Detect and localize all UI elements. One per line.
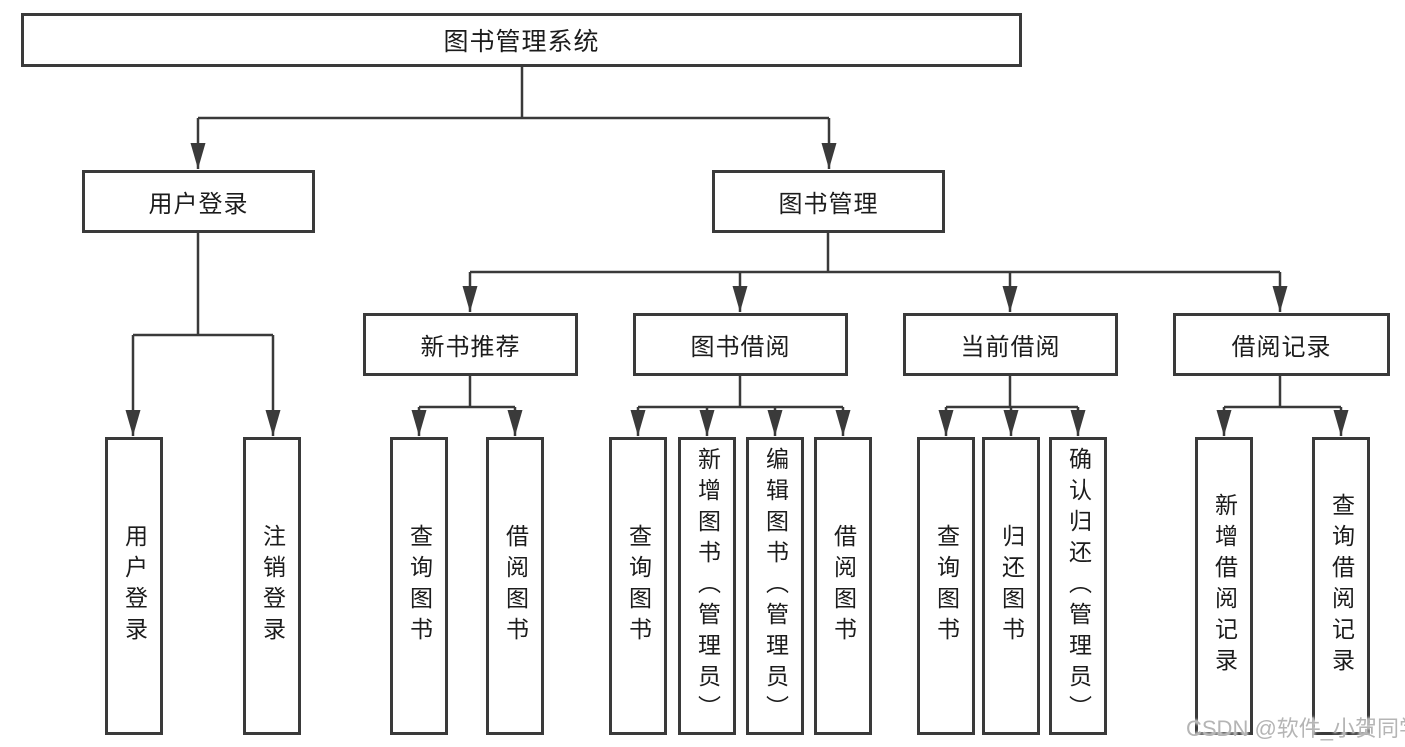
node-root: 图书管理系统 (21, 13, 1022, 67)
leaf-borrow-edit-book-admin: 编辑图书（管理员） (746, 437, 804, 735)
csdn-watermark: CSDN @软件_小贺同学 (1186, 716, 1405, 741)
edges-user-login (125, 233, 281, 436)
leaf-recommend-borrow-book-label: 借阅图书 (502, 524, 529, 648)
node-user-login-label: 用户登录 (148, 191, 249, 218)
leaf-current-confirm-return-admin-label: 确认归还（管理员） (1065, 446, 1092, 726)
edges-book-borrow (630, 376, 851, 436)
leaf-user-login: 用户登录 (105, 437, 163, 735)
node-current-borrow-label: 当前借阅 (960, 334, 1061, 361)
leaf-current-return-book-label: 归还图书 (998, 524, 1025, 648)
node-book-management-label: 图书管理 (778, 191, 879, 218)
leaf-borrow-borrow-book-label: 借阅图书 (830, 524, 857, 648)
leaf-record-query-borrow-record-label: 查询借阅记录 (1328, 493, 1355, 679)
leaf-recommend-borrow-book: 借阅图书 (486, 437, 544, 735)
leaf-recommend-query-book: 查询图书 (390, 437, 448, 735)
leaf-current-query-book-label: 查询图书 (933, 524, 960, 648)
leaf-current-confirm-return-admin: 确认归还（管理员） (1049, 437, 1107, 735)
leaf-logout-label: 注销登录 (259, 524, 286, 648)
leaf-current-return-book: 归还图书 (982, 437, 1040, 735)
node-new-book-recommend-label: 新书推荐 (420, 334, 521, 361)
node-book-management: 图书管理 (712, 170, 945, 233)
edges-current-borrow (938, 376, 1086, 436)
leaf-user-login-label: 用户登录 (121, 524, 148, 648)
node-new-book-recommend: 新书推荐 (363, 313, 578, 376)
edges-borrow-record (1216, 376, 1349, 436)
leaf-borrow-edit-book-admin-label: 编辑图书（管理员） (762, 446, 789, 726)
leaf-borrow-query-book-label: 查询图书 (625, 524, 652, 648)
leaf-recommend-query-book-label: 查询图书 (406, 524, 433, 648)
edges-new-book-recommend (411, 376, 523, 436)
node-root-label: 图书管理系统 (443, 28, 600, 56)
edges-book-management (462, 233, 1288, 312)
node-borrow-record: 借阅记录 (1173, 313, 1390, 376)
leaf-borrow-add-book-admin-label: 新增图书（管理员） (694, 446, 721, 726)
leaf-borrow-add-book-admin: 新增图书（管理员） (678, 437, 736, 735)
node-borrow-record-label: 借阅记录 (1231, 334, 1332, 361)
edges-root (190, 67, 837, 169)
leaf-borrow-borrow-book: 借阅图书 (814, 437, 872, 735)
node-book-borrow-label: 图书借阅 (690, 334, 791, 361)
leaf-record-add-borrow-record: 新增借阅记录 (1195, 437, 1253, 735)
node-book-borrow: 图书借阅 (633, 313, 848, 376)
node-current-borrow: 当前借阅 (903, 313, 1118, 376)
leaf-logout: 注销登录 (243, 437, 301, 735)
leaf-record-add-borrow-record-label: 新增借阅记录 (1211, 493, 1238, 679)
leaf-record-query-borrow-record: 查询借阅记录 (1312, 437, 1370, 735)
leaf-current-query-book: 查询图书 (917, 437, 975, 735)
leaf-borrow-query-book: 查询图书 (609, 437, 667, 735)
node-user-login: 用户登录 (82, 170, 315, 233)
